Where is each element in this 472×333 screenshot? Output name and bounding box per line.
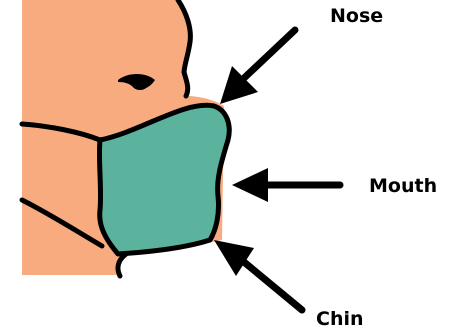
eye-pupil xyxy=(132,78,148,90)
chin-label: Chin xyxy=(316,310,364,329)
arrow-mouth xyxy=(232,168,340,202)
nose-label: Nose xyxy=(330,7,383,26)
chin-outline xyxy=(118,254,126,276)
arrow-chin xyxy=(214,240,302,310)
arrow-nose xyxy=(220,30,295,104)
mouth-label: Mouth xyxy=(369,177,437,196)
